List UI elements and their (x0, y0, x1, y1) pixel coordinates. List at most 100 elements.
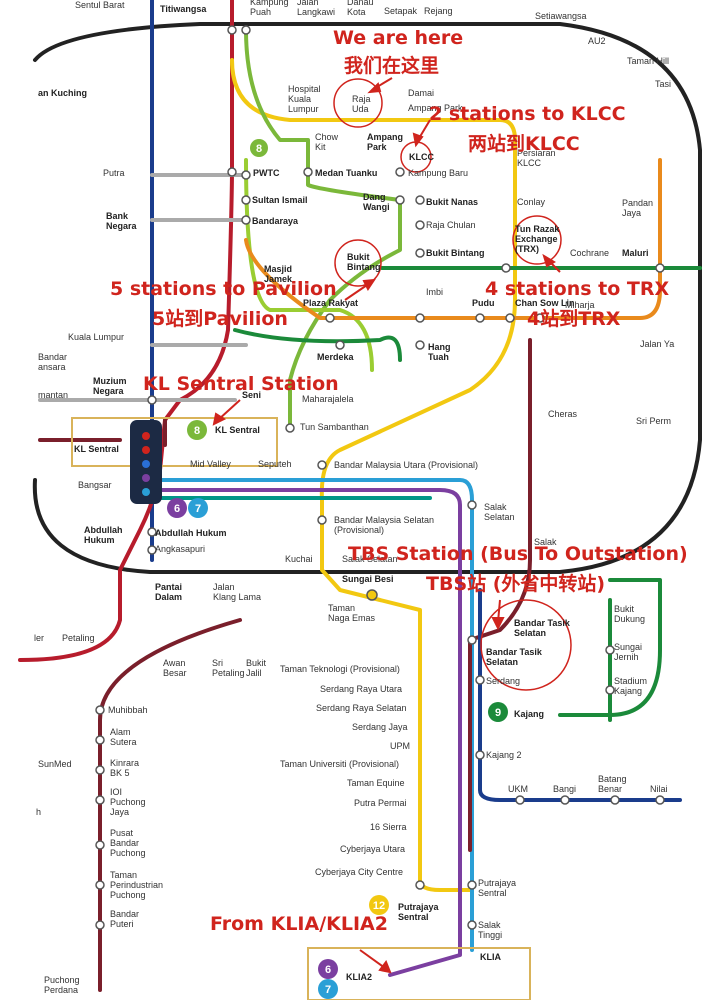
station-dot[interactable] (95, 735, 105, 745)
station-label-line: Kuala (288, 94, 311, 104)
station-dot[interactable] (610, 795, 620, 805)
raja-uda-circle (333, 78, 383, 128)
station-label-line: KLIA (480, 952, 501, 962)
station-dot[interactable] (467, 880, 477, 890)
station-dot[interactable] (475, 313, 485, 323)
station-label-line: Taman (110, 870, 137, 880)
station-dot[interactable] (95, 880, 105, 890)
station-dot[interactable] (95, 840, 105, 850)
station-dot[interactable] (415, 340, 425, 350)
station-label-line: Bandar Tasik (486, 647, 543, 657)
station-label-line: Tasi (655, 79, 671, 89)
station-dot[interactable] (95, 765, 105, 775)
station-markers (95, 25, 665, 930)
station-dot[interactable] (535, 313, 545, 323)
station-dot[interactable] (467, 920, 477, 930)
station-dot[interactable] (475, 750, 485, 760)
station-label-line: Batang (598, 774, 627, 784)
station-label-line: Hukum (84, 535, 115, 545)
station-label-line: Jalan Ya (640, 339, 674, 349)
station-dot[interactable] (241, 25, 251, 35)
station-label-line: Salak Selatan (342, 554, 398, 564)
station-label-plaza-rakyat: Plaza Rakyat (303, 298, 358, 308)
station-dot[interactable] (560, 795, 570, 805)
station-dot[interactable] (241, 195, 251, 205)
station-label-line: Sri (212, 658, 223, 668)
station-label-line: Kajang (614, 686, 642, 696)
station-dot[interactable] (325, 313, 335, 323)
station-dot[interactable] (515, 795, 525, 805)
station-dot[interactable] (415, 880, 425, 890)
station-label-line: Taman Equine (347, 778, 405, 788)
station-label-line: Petaling (212, 668, 245, 678)
station-dot[interactable] (475, 675, 485, 685)
station-dot[interactable] (467, 635, 477, 645)
station-label-sunmed: SunMed (38, 759, 72, 769)
station-label-line: Bukit (246, 658, 267, 668)
station-dot[interactable] (147, 527, 157, 537)
purple-line (158, 488, 462, 977)
station-label-line: Alam (110, 727, 131, 737)
line-badge-text: 8 (256, 143, 262, 155)
station-dot[interactable] (317, 515, 327, 525)
station-dot[interactable] (415, 195, 425, 205)
station-dot[interactable] (285, 423, 295, 433)
station-dot[interactable] (605, 685, 615, 695)
station-dot[interactable] (395, 167, 405, 177)
station-label-line: (TRX) (515, 244, 539, 254)
station-dot[interactable] (241, 170, 251, 180)
station-label-tasik: Tasi (655, 79, 671, 89)
station-label-line: Serdang Jaya (352, 722, 408, 732)
station-dot[interactable] (655, 263, 665, 273)
station-label-line: Dalam (155, 592, 182, 602)
station-dot[interactable] (605, 645, 615, 655)
line-badge-circle (167, 498, 187, 518)
line-badge-b8b: 8 (187, 420, 207, 440)
station-dot[interactable] (95, 705, 105, 715)
hub-dot-blue (142, 460, 150, 468)
station-dot[interactable] (655, 795, 665, 805)
station-label-line: Kuchai (285, 554, 313, 564)
station-dot[interactable] (303, 167, 313, 177)
pavilion-en: 5 stations to Pavilion (110, 278, 337, 300)
station-dot[interactable] (501, 263, 511, 273)
station-dot[interactable] (317, 460, 327, 470)
station-dot[interactable] (95, 795, 105, 805)
station-label-line: Rejang (424, 6, 453, 16)
station-label-line: Tuah (428, 352, 449, 362)
station-label-taman-teknologi: Taman Teknologi (Provisional) (280, 664, 400, 674)
station-label-mantan: mantan (38, 390, 68, 400)
station-dot[interactable] (335, 340, 345, 350)
kl-sentral-station-label: KL Sentral Station (143, 373, 339, 395)
station-dot[interactable] (467, 500, 477, 510)
station-dot[interactable] (395, 195, 405, 205)
station-label-line: Tinggi (478, 930, 502, 940)
station-dot[interactable] (147, 545, 157, 555)
station-label-pwtc: PWTC (253, 168, 280, 178)
station-dot[interactable] (147, 395, 157, 405)
station-dot[interactable] (241, 215, 251, 225)
station-label-line: Pusat (110, 828, 134, 838)
station-label-line: Chan Sow Lin (515, 298, 575, 308)
station-dot[interactable] (415, 313, 425, 323)
station-dot[interactable] (227, 167, 237, 177)
station-dot[interactable] (415, 220, 425, 230)
station-dot[interactable] (227, 25, 237, 35)
station-dot[interactable] (95, 920, 105, 930)
station-label-line: IOI (110, 787, 122, 797)
station-dot[interactable] (415, 248, 425, 258)
station-dot[interactable] (366, 589, 378, 601)
station-label-line: Muhibbah (108, 705, 148, 715)
station-dot[interactable] (505, 313, 515, 323)
tbs-zh: TBS站 (外省中转站) (426, 572, 605, 595)
station-label-putra: Putra (103, 168, 125, 178)
station-label-line: Masjid (264, 264, 292, 274)
